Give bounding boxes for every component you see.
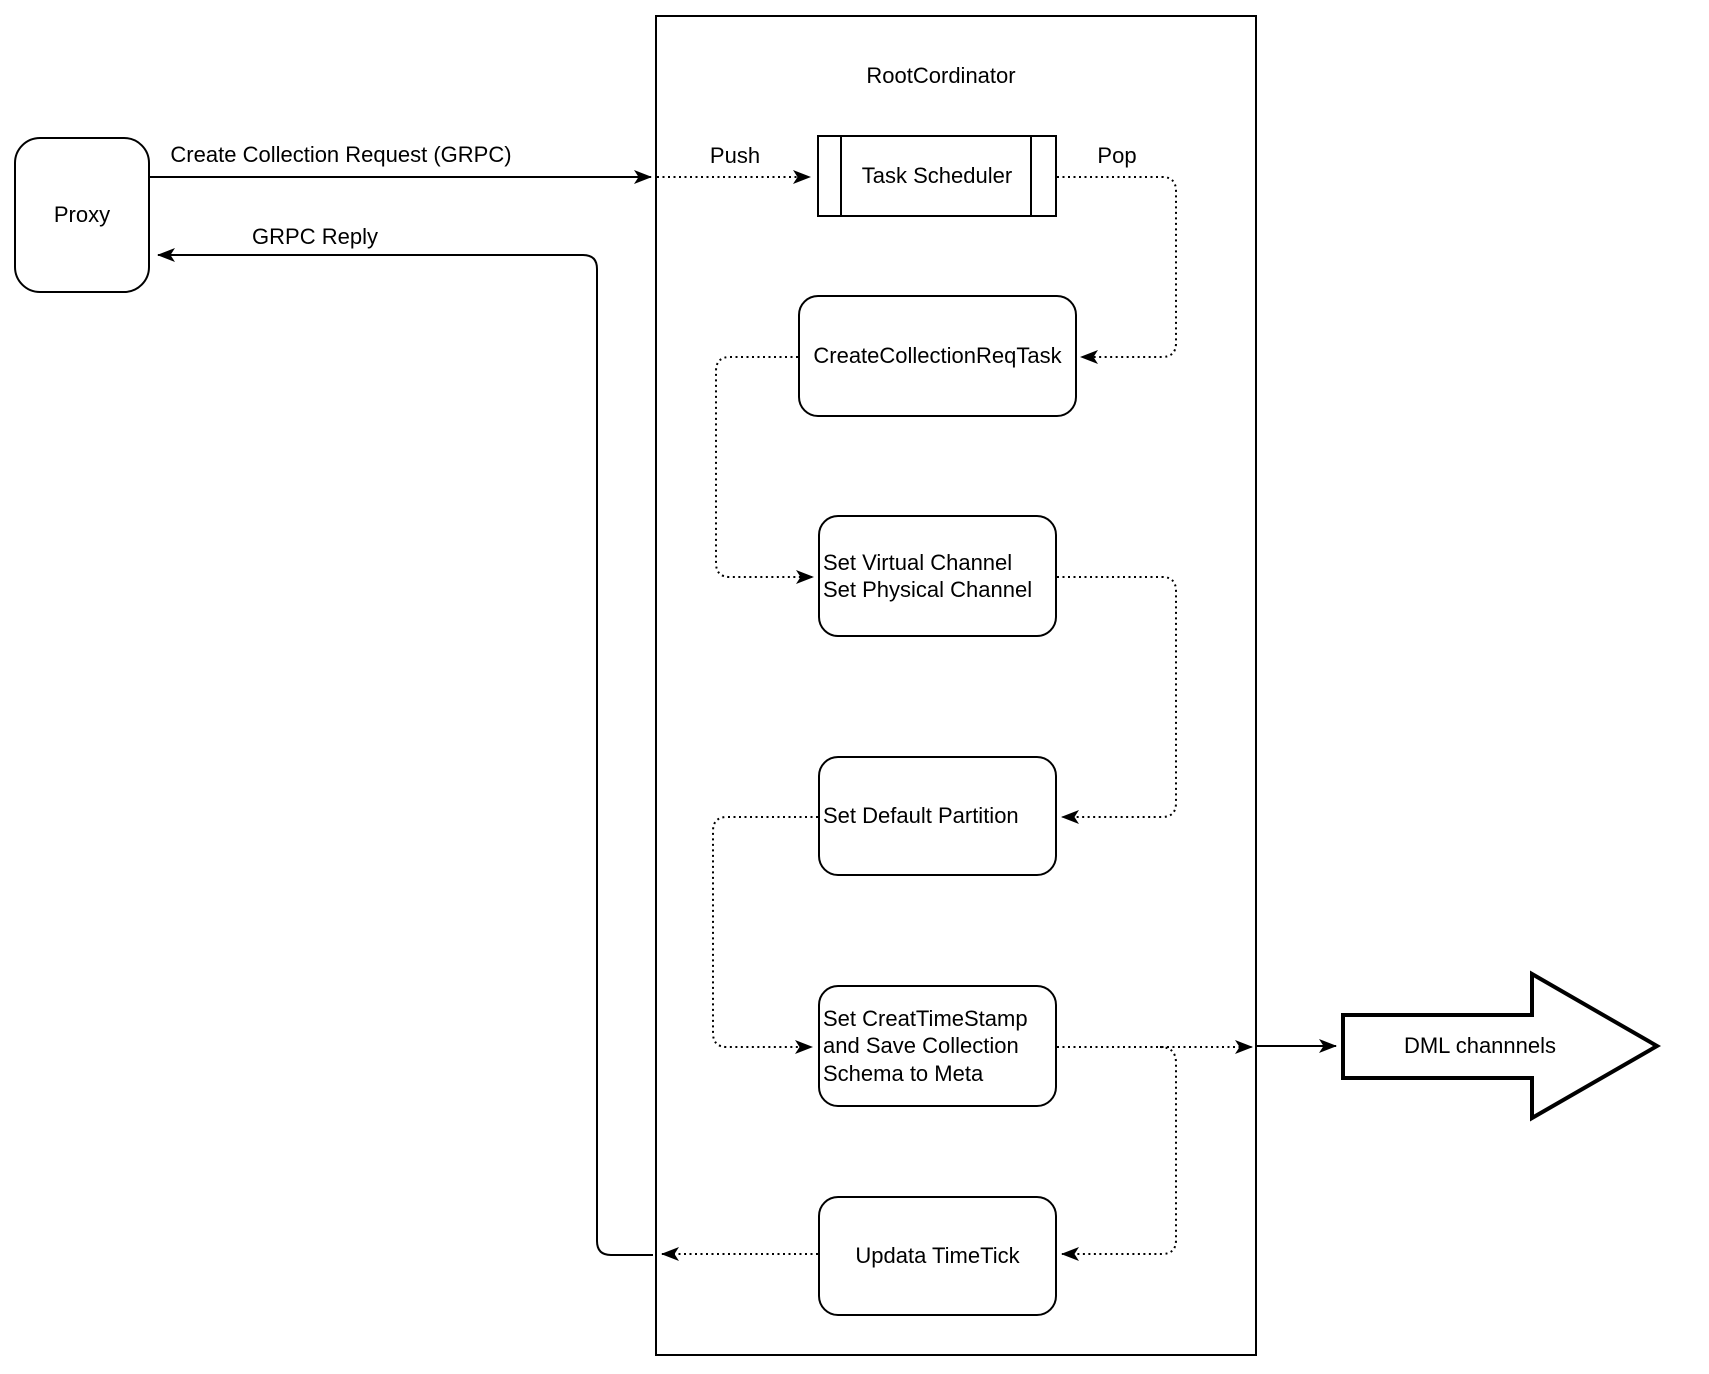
node-create-collection-req-task-label: CreateCollectionReqTask	[813, 343, 1062, 369]
edge-timestamp-branch-to-timetick	[1061, 1046, 1177, 1261]
edge-set-channels-to-default-partition	[1057, 576, 1177, 824]
edge-label-push: Push	[709, 143, 761, 168]
node-set-default-partition: Set Default Partition	[818, 756, 1057, 876]
root-coordinator-container	[655, 15, 1257, 1356]
node-set-default-partition-label: Set Default Partition	[823, 803, 1019, 829]
node-create-collection-req-task: CreateCollectionReqTask	[798, 295, 1077, 417]
dml-channels-label: DML channnels	[1403, 1033, 1557, 1058]
edge-label-grpc-reply: GRPC Reply	[252, 224, 378, 249]
edge-label-create-collection-request: Create Collection Request (GRPC)	[170, 142, 512, 167]
node-task-scheduler-label: Task Scheduler	[861, 163, 1013, 189]
node-updata-timetick-label: Updata TimeTick	[855, 1243, 1020, 1269]
node-proxy-label: Proxy	[53, 202, 111, 228]
node-set-channels: Set Virtual Channel Set Physical Channel	[818, 515, 1057, 637]
node-set-creat-timestamp-label: Set CreatTimeStamp and Save Collection S…	[823, 1005, 1028, 1086]
edge-grpc-reply	[157, 248, 653, 1256]
task-scheduler-left-bar	[840, 136, 842, 216]
node-proxy: Proxy	[14, 137, 150, 293]
dml-channels-arrow-shape	[1341, 970, 1662, 1122]
node-task-scheduler: Task Scheduler	[817, 135, 1057, 217]
task-scheduler-right-bar	[1030, 136, 1032, 216]
edge-label-pop: Pop	[1097, 143, 1137, 168]
node-updata-timetick: Updata TimeTick	[818, 1196, 1057, 1316]
root-coordinator-title: RootCordinator	[866, 63, 1016, 88]
node-set-creat-timestamp: Set CreatTimeStamp and Save Collection S…	[818, 985, 1057, 1107]
edge-default-partition-to-timestamp	[712, 816, 818, 1054]
edge-pop	[1057, 176, 1177, 364]
node-set-channels-label: Set Virtual Channel Set Physical Channel	[823, 549, 1033, 603]
